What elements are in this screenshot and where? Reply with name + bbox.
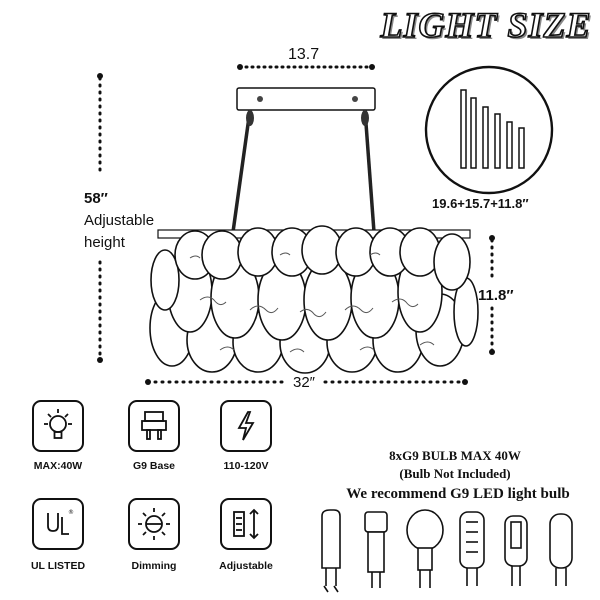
g9-base-icon: [141, 411, 167, 440]
rods-label: 19.6+15.7+11.8″: [432, 196, 529, 211]
adjustable-icon-box: [220, 498, 272, 550]
adjustable-height-icon: [233, 508, 259, 540]
ul-listed-label: UL LISTED: [30, 560, 86, 572]
rod-lengths: [460, 89, 525, 169]
bulb-spec-line3: We recommend G9 LED light bulb: [346, 486, 570, 502]
light-bulb-icon: [44, 409, 72, 439]
shade-width-label: 32″: [293, 374, 315, 391]
glass-petals-upper: [150, 225, 471, 311]
g9-base-icon-box: [128, 400, 180, 452]
g9-bulb-1: [321, 509, 341, 593]
adjustable-label: Adjustable: [84, 212, 155, 229]
rods-circle: [424, 65, 554, 195]
g9-base-label: G9 Base: [132, 460, 176, 472]
shade-height-label: 11.8″: [478, 287, 514, 304]
canopy-width-label: 13.7: [288, 46, 320, 63]
max-40w-icon-box: [32, 400, 84, 452]
g9-bulbs-row: [321, 509, 573, 593]
ul-listed-icon-box: ®: [32, 498, 84, 550]
dimming-label: Dimming: [131, 560, 177, 572]
overall-height-label: 58″: [84, 190, 108, 207]
voltage-icon-box: [220, 400, 272, 452]
voltage-label: 110-120V: [223, 460, 269, 472]
lightning-icon: [237, 411, 255, 441]
g9-bulb-4: [459, 511, 485, 586]
chandelier-diagram: [97, 64, 554, 385]
g9-bulb-2: [364, 511, 388, 588]
dimming-sun-icon: [138, 508, 170, 540]
svg-text:®: ®: [68, 509, 74, 516]
g9-bulb-5: [504, 515, 528, 586]
bulb-spec-line1: 8xG9 BULB MAX 40W: [389, 448, 521, 463]
height-label: height: [84, 234, 125, 251]
max-40w-label: MAX:40W: [33, 460, 83, 472]
page-title: LIGHT SIZE: [380, 4, 592, 46]
dimming-icon-box: [128, 498, 180, 550]
ul-listed-icon: ®: [47, 509, 74, 535]
canopy: [236, 87, 376, 111]
adjustable-label-icon: Adjustable: [219, 560, 273, 572]
bulb-spec-line2: (Bulb Not Included): [399, 466, 511, 481]
g9-bulb-6: [549, 513, 573, 586]
g9-bulb-3: [406, 509, 444, 588]
suspension-rods: [231, 109, 376, 233]
